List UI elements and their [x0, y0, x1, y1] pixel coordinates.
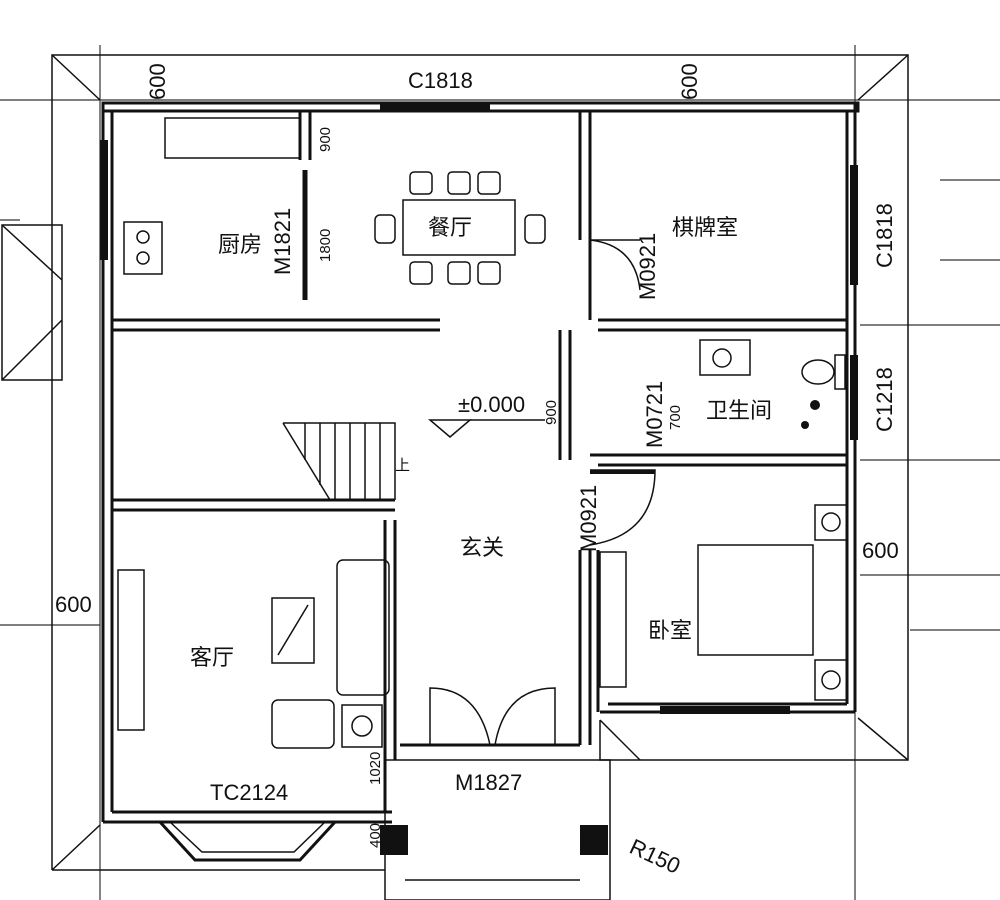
sink: [699, 339, 751, 376]
windows: [100, 102, 858, 862]
armchair: [271, 699, 335, 749]
dim-top-left: 600: [145, 63, 170, 100]
door-bath-label: M0721: [642, 381, 667, 448]
toilet: [801, 359, 835, 385]
level-marker: [427, 419, 473, 438]
dim-400: 400: [367, 823, 384, 848]
bed: [697, 544, 814, 656]
walls: [101, 101, 860, 824]
dim-left: 600: [55, 592, 92, 617]
dim-r150: R150: [626, 834, 684, 879]
room-foyer: 玄关: [460, 536, 504, 561]
stairs: [282, 422, 396, 501]
labels: 厨房 餐厅 棋牌室 卫生间 玄关 卧室 客厅 C1818 C1818 C1218…: [55, 63, 899, 878]
dim-right: 600: [862, 538, 899, 563]
dining-table: [402, 199, 516, 256]
dim-700: 700: [667, 405, 684, 430]
room-kitchen: 厨房: [218, 233, 262, 258]
room-chess: 棋牌室: [672, 216, 738, 241]
dim-top-right: 600: [677, 63, 702, 100]
window-bath-label: C1218: [872, 367, 897, 432]
dim-900: 900: [317, 127, 334, 152]
dim-900b: 900: [543, 400, 560, 425]
dim-1020: 1020: [367, 752, 384, 785]
sofa: [336, 559, 390, 696]
room-bathroom: 卫生间: [706, 399, 772, 424]
doors: [429, 239, 656, 746]
porch: [380, 759, 611, 900]
stove: [123, 221, 163, 275]
dim-1800: 1800: [317, 229, 334, 262]
door-chess-label: M0921: [635, 233, 660, 300]
window-top-label: C1818: [408, 68, 473, 93]
window-bay-label: TC2124: [210, 780, 288, 805]
plant: [341, 704, 383, 748]
stair-up-label: 上: [395, 457, 410, 474]
door-entry-label: M1827: [455, 770, 522, 795]
door-kitchen-label: M1821: [270, 208, 295, 275]
furniture: [123, 117, 848, 749]
wardrobe: [599, 551, 627, 688]
room-dining: 餐厅: [428, 216, 472, 241]
window-right-label: C1818: [872, 203, 897, 268]
roof-outline: [1, 54, 909, 871]
door-bedroom-label: M0921: [576, 485, 601, 552]
room-living: 客厅: [190, 646, 234, 671]
level-label: ±0.000: [458, 392, 525, 417]
counter: [164, 117, 301, 159]
room-bedroom: 卧室: [648, 619, 692, 644]
coffee-table: [271, 597, 315, 664]
